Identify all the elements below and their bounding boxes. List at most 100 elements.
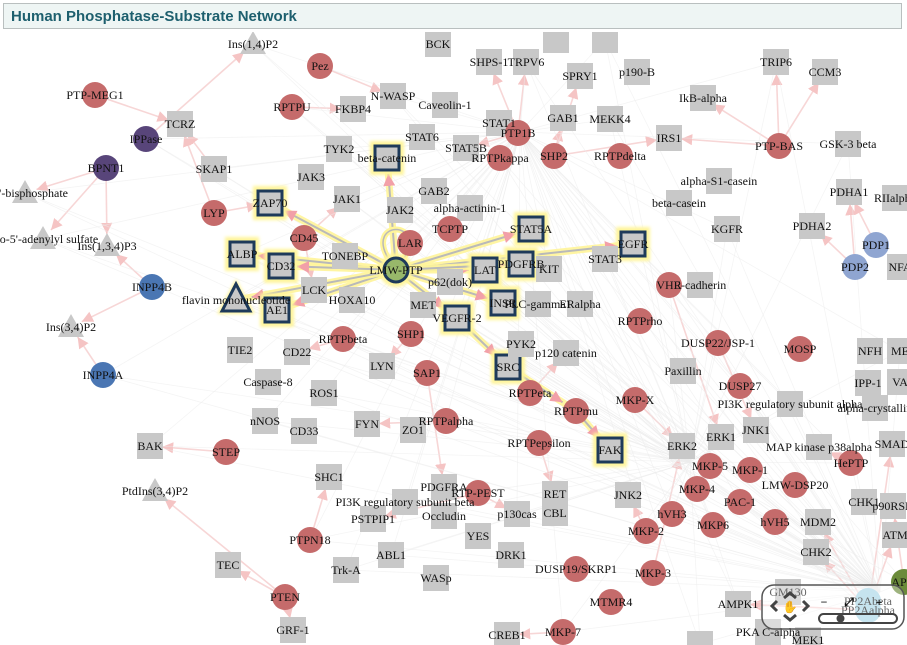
node-caspase-8[interactable] (255, 369, 281, 395)
zoom-in-button[interactable]: + (876, 595, 883, 609)
node-occludin[interactable] (431, 503, 457, 529)
node-tyk2[interactable] (326, 136, 352, 162)
node-nnos[interactable] (252, 408, 278, 434)
node-drk1[interactable] (498, 542, 524, 568)
node-skap1[interactable] (201, 156, 227, 182)
node-bak[interactable] (137, 433, 163, 459)
node-pyk2[interactable] (508, 331, 534, 357)
node-atm[interactable] (882, 522, 907, 548)
node-p190-b[interactable] (624, 59, 650, 85)
node-cd32[interactable] (264, 249, 298, 283)
node-grf-1[interactable] (280, 617, 306, 643)
zoom-slider[interactable] (818, 613, 898, 624)
node-gsk-3-beta[interactable] (835, 131, 861, 157)
fit-to-screen-button[interactable]: ⤢ (843, 595, 854, 609)
node-ae1[interactable] (260, 293, 294, 327)
node-gm130[interactable] (775, 579, 801, 605)
node-pdha2[interactable] (799, 213, 825, 239)
node-rptpmu[interactable] (563, 398, 589, 424)
node-rptpdelta[interactable] (607, 143, 633, 169)
node-heptp[interactable] (838, 450, 864, 476)
node-fkbp4[interactable] (340, 96, 366, 122)
node-pi3k-regulatory-subunit-beta[interactable] (392, 489, 418, 515)
node-map-kinase-p38alpha[interactable] (806, 434, 832, 460)
node-ap-1[interactable] (891, 569, 907, 595)
node-pka-c-alpha[interactable] (755, 619, 781, 645)
node-rtp-pest[interactable] (465, 480, 491, 506)
node-hvh5[interactable] (762, 509, 788, 535)
node-mdm2[interactable] (805, 509, 831, 535)
zoom-slider-handle[interactable] (836, 614, 845, 623)
node-alpha-s1-casein[interactable] (706, 168, 732, 194)
node-vegfr-2[interactable] (440, 301, 474, 335)
node-spry1[interactable] (567, 63, 593, 89)
node-cd33[interactable] (291, 418, 317, 444)
node-zap70[interactable] (253, 186, 287, 220)
node-p90rsk[interactable] (880, 493, 906, 519)
node-pdp1[interactable] (863, 232, 889, 258)
node-irs1[interactable] (656, 125, 682, 151)
node-alpha-actinin-1[interactable] (457, 195, 483, 221)
node-tcrz[interactable] (167, 111, 193, 137)
node-rptpeta[interactable] (517, 380, 543, 406)
node-stat5b[interactable] (453, 135, 479, 161)
node-ptp-bas[interactable] (766, 133, 792, 159)
node-met[interactable] (410, 292, 436, 318)
node-zo1[interactable] (400, 417, 426, 443)
node-shp1[interactable] (398, 321, 424, 347)
node-alpha-crystallin[interactable] (862, 395, 888, 421)
node-cd45[interactable] (291, 225, 317, 251)
node-cbl[interactable] (542, 500, 568, 526)
node-egfr[interactable] (616, 227, 650, 261)
node-stat3[interactable] (592, 246, 618, 272)
node-lyn[interactable] (369, 353, 395, 379)
node-lmw-ptp[interactable] (379, 253, 413, 287)
node-trip6[interactable] (763, 49, 789, 75)
node-inpp4b[interactable] (139, 274, 165, 300)
node-beta-catenin[interactable] (370, 141, 404, 175)
node-pez[interactable] (307, 53, 333, 79)
node-mekk4[interactable] (597, 106, 623, 132)
node-tec[interactable] (215, 552, 241, 578)
node-dusp27[interactable] (727, 373, 753, 399)
node-jak2[interactable] (387, 197, 413, 223)
node-va[interactable] (887, 369, 907, 395)
node-chk1[interactable] (851, 489, 877, 515)
node-fyn[interactable] (354, 411, 380, 437)
node-tcptp[interactable] (437, 216, 463, 242)
node-chk2[interactable] (803, 539, 829, 565)
node-sap1[interactable] (414, 360, 440, 386)
node-ikb-alpha[interactable] (690, 85, 716, 111)
node-p130cas[interactable] (504, 501, 530, 527)
node-pho-5-adenylyl-sulfate[interactable] (30, 226, 56, 249)
node-cd22[interactable] (284, 339, 310, 365)
node-shc1[interactable] (316, 464, 342, 490)
node-ptpn18[interactable] (297, 527, 323, 553)
node-jak3[interactable] (298, 164, 324, 190)
node-ccm3[interactable] (812, 59, 838, 85)
node-p62-dok[interactable] (437, 269, 463, 295)
node-dusp19-skrp1[interactable] (563, 556, 589, 582)
node-ins-1-3-4-p3[interactable] (94, 233, 120, 256)
node-src[interactable] (491, 350, 525, 384)
node-mkp-3[interactable] (640, 560, 666, 586)
node-pdgfra[interactable] (431, 474, 457, 500)
pan-left-button[interactable] (769, 599, 779, 613)
node-shps-1[interactable] (476, 49, 502, 75)
node-stat6[interactable] (409, 124, 435, 150)
node-wasp[interactable] (423, 565, 449, 591)
hand-icon[interactable]: ✋ (783, 600, 798, 614)
node-pdgfrb[interactable] (504, 247, 538, 281)
node-lar[interactable] (397, 230, 423, 256)
node-yes[interactable] (465, 523, 491, 549)
node-lck[interactable] (301, 277, 327, 303)
node-me[interactable] (887, 338, 907, 364)
pan-up-button[interactable] (783, 591, 797, 600)
node-gab2[interactable] (421, 178, 447, 204)
node-tonebp[interactable] (332, 243, 358, 269)
node-bck[interactable] (425, 32, 451, 57)
node-e-cadherin[interactable] (687, 272, 713, 298)
node-pac-1[interactable] (727, 489, 753, 515)
node-trk-a[interactable] (333, 557, 359, 583)
